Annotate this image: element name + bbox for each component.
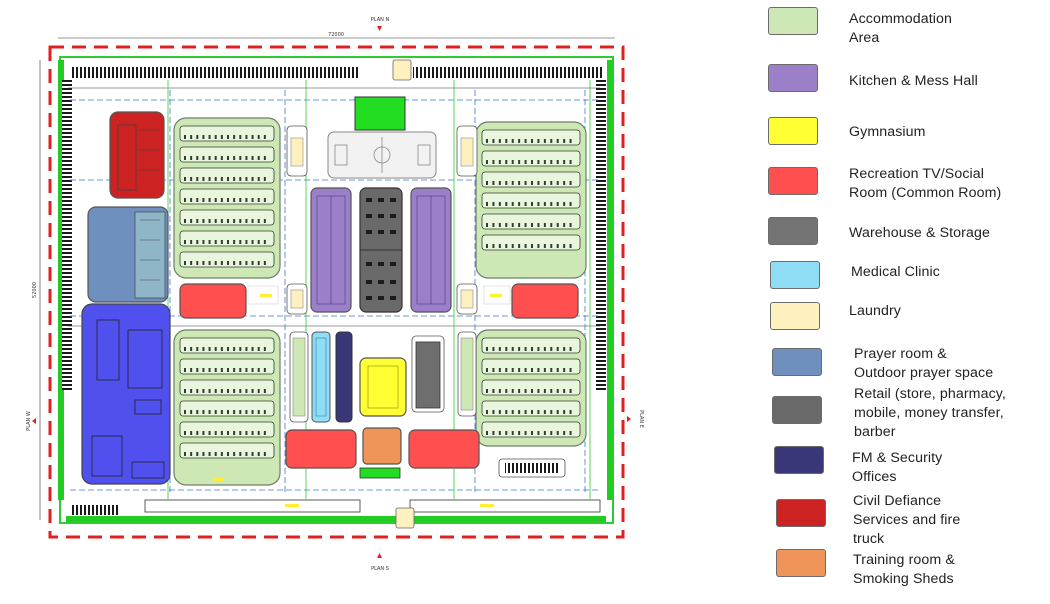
- south-gate-house: [395, 507, 415, 529]
- perimeter-parking-sw: [70, 505, 120, 515]
- perimeter-parking-west: [62, 80, 72, 390]
- legend-label: Training room & Smoking Sheds: [853, 552, 955, 587]
- south-label: PLAN S: [371, 566, 389, 572]
- legend-swatch: [776, 499, 826, 527]
- legend-swatch: [772, 396, 822, 424]
- legend-label: Medical Clinic: [851, 264, 940, 280]
- legend-swatch: [774, 446, 824, 474]
- legend-swatch: [770, 261, 820, 289]
- outdoor-prayer-space: [81, 303, 171, 485]
- fm-security-office: [335, 331, 353, 423]
- west-label: PLAN W: [26, 411, 32, 431]
- legend-swatch: [776, 549, 826, 577]
- legend-swatch: [768, 217, 818, 245]
- medical-clinic: [311, 331, 331, 423]
- retail-block: [415, 341, 441, 409]
- legend-swatch: [768, 7, 818, 35]
- legend-label: Laundry: [849, 303, 901, 319]
- legend-label: Prayer room & Outdoor prayer space: [854, 346, 994, 381]
- recreation-room-south-east: [408, 429, 480, 469]
- legend-label: Retail (store, pharmacy, mobile, money t…: [854, 386, 1006, 440]
- civil-defence-building: [109, 111, 165, 199]
- utility-block-south: [359, 467, 401, 479]
- perimeter-parking-north-west: [70, 67, 360, 78]
- legend-label: Gymnasium: [849, 124, 926, 140]
- recreation-room-east: [511, 283, 579, 319]
- legend-swatch: [768, 117, 818, 145]
- site-plan-drawing: PLAN N PLAN S PLAN W PLAN E 72000 52000: [26, 17, 644, 572]
- legend-swatch: [772, 348, 822, 376]
- overall-width-dimension: 72000: [328, 32, 344, 38]
- recreation-room-south-west: [285, 429, 357, 469]
- legend-label: FM & Security Offices: [852, 450, 943, 485]
- overall-height-dimension: 52000: [32, 282, 38, 298]
- legend-label: Kitchen & Mess Hall: [849, 73, 978, 89]
- east-label: PLAN E: [638, 410, 644, 428]
- legend-swatch: [768, 167, 818, 195]
- site-boundary: [48, 45, 625, 539]
- training-room: [362, 427, 402, 465]
- legend-swatch: [770, 302, 820, 330]
- legend-label: Civil Defiance Services and fire truck: [853, 493, 961, 547]
- gymnasium: [359, 357, 407, 417]
- legend-label: Recreation TV/Social Room (Common Room): [849, 166, 1002, 201]
- site-plan: PLAN N PLAN S PLAN W PLAN E 72000 52000: [26, 17, 644, 572]
- legend-label: Warehouse & Storage: [849, 225, 990, 241]
- utility-block-north: [354, 96, 406, 131]
- perimeter-parking-east: [596, 80, 606, 390]
- legend-label: Accommodation Area: [849, 11, 953, 46]
- north-gate-house: [392, 59, 412, 81]
- legend-swatch: [768, 64, 818, 92]
- recreation-room-west: [179, 283, 247, 319]
- north-label: PLAN N: [371, 17, 390, 23]
- perimeter-parking-north-east: [413, 67, 603, 78]
